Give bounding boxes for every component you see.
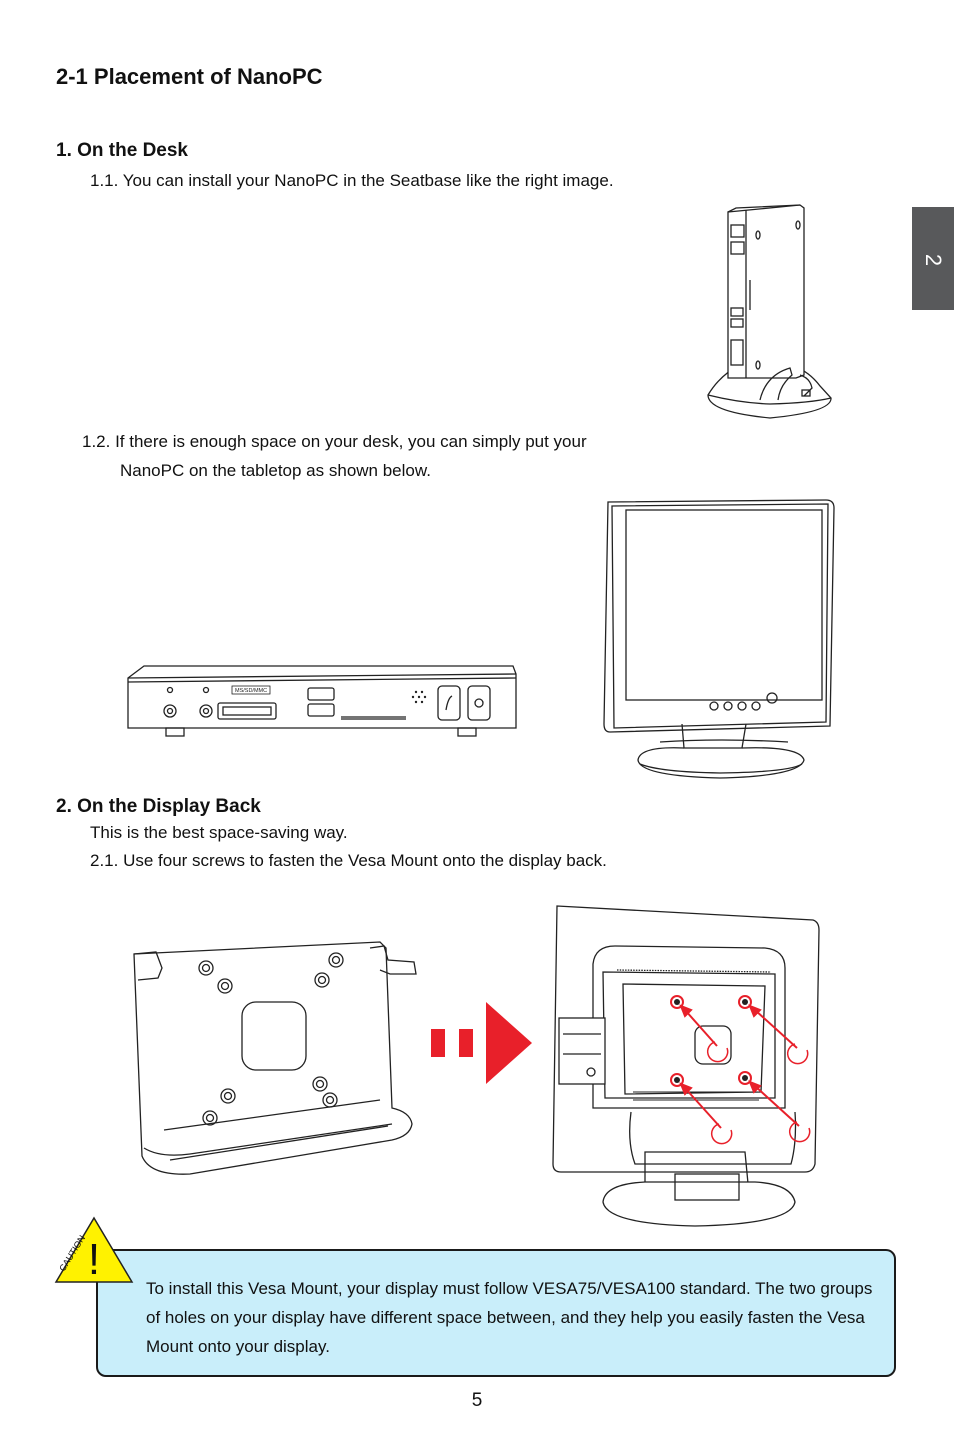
nanopc-tabletop-figure: MS/SD/MMC	[127, 665, 517, 737]
section-title: 2-1 Placement of NanoPC	[56, 64, 323, 89]
desk-heading: 1. On the Desk	[56, 140, 188, 161]
red-arrow-icon	[431, 1002, 532, 1084]
caution-box	[96, 1249, 896, 1377]
vesa-mount-figure	[133, 941, 417, 1175]
step-1-1: 1.1. You can install your NanoPC in the …	[90, 171, 614, 190]
chapter-tab-number: 2	[921, 253, 946, 267]
page-number: 5	[471, 1390, 483, 1411]
display-back-heading: 2. On the Display Back	[56, 796, 261, 817]
chapter-tab: 2	[912, 207, 954, 310]
monitor-front-figure	[603, 499, 835, 779]
step-2-1: 2.1. Use four screws to fasten the Vesa …	[90, 851, 607, 870]
caution-text: To install this Vesa Mount, your display…	[146, 1279, 873, 1356]
card-reader-label: MS/SD/MMC	[235, 688, 267, 694]
step-1-2-line2: NanoPC on the tabletop as shown below.	[120, 461, 431, 480]
monitor-back-figure	[552, 905, 820, 1227]
caution-symbol: !	[88, 1235, 100, 1284]
step-1-2-line1: 1.2. If there is enough space on your de…	[82, 432, 587, 451]
display-back-intro: This is the best space-saving way.	[90, 823, 348, 842]
nanopc-seatbase-figure	[707, 204, 832, 419]
caution-icon: ! CAUTION	[54, 1216, 134, 1284]
